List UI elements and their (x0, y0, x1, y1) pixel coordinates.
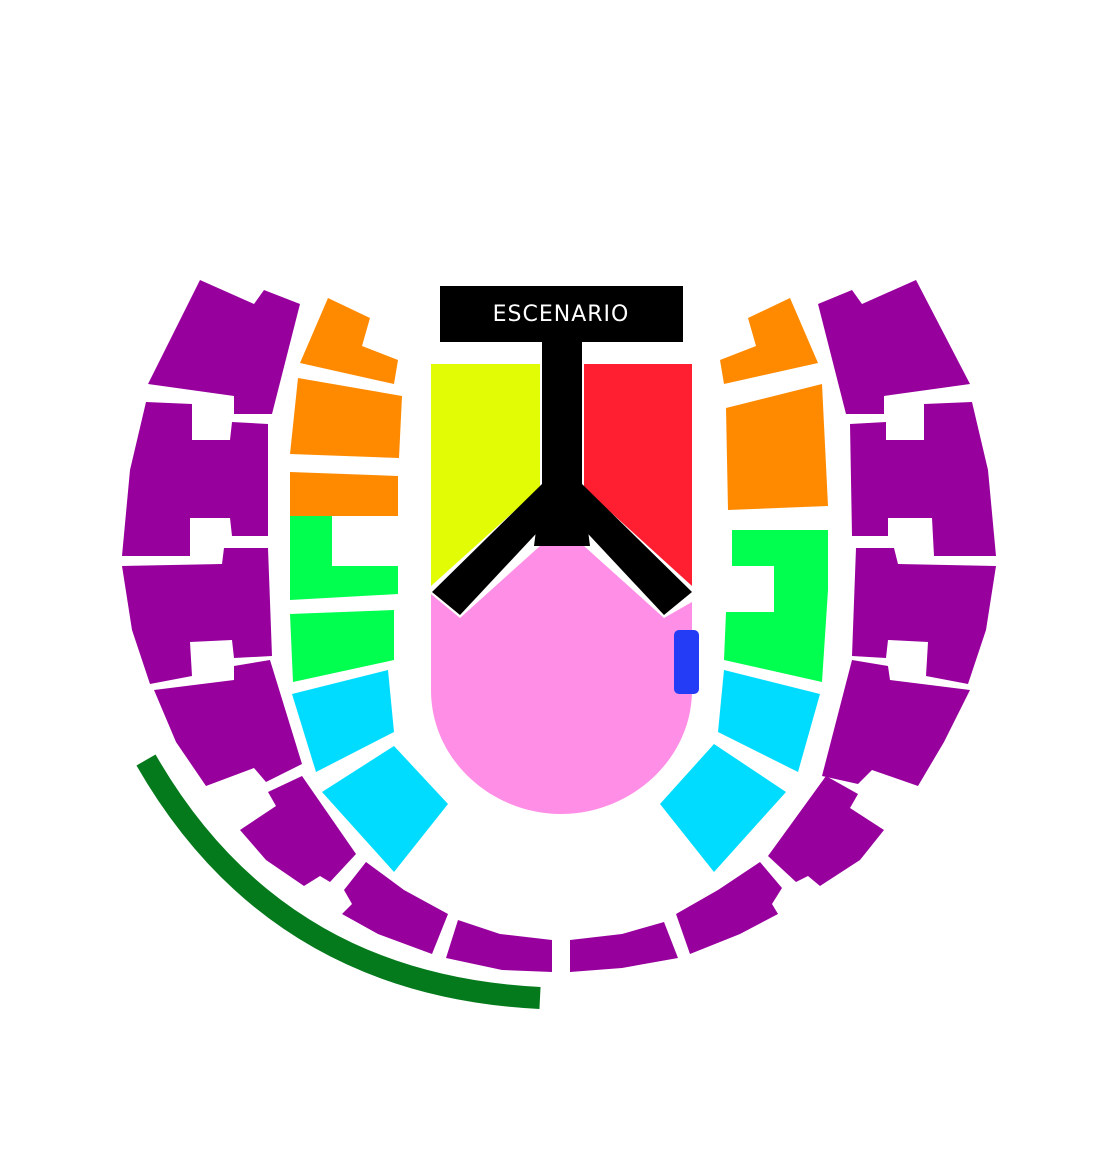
stage-runway-right-arm (562, 484, 692, 615)
accessible-platform-arc[interactable] (136, 754, 541, 1009)
section-purple-left-5[interactable] (240, 776, 356, 886)
section-purple-left-2[interactable] (122, 402, 268, 556)
stage: ESCENARIO (432, 286, 692, 615)
stage-runway (542, 340, 582, 490)
section-purple-left-3[interactable] (122, 548, 272, 684)
section-orange-left-1[interactable] (300, 298, 398, 384)
section-purple-right-2[interactable] (850, 402, 996, 556)
section-cyan-left-1[interactable] (292, 670, 394, 772)
stage-label: ESCENARIO (493, 302, 630, 327)
section-orange-right-1[interactable] (720, 298, 818, 384)
section-orange-left-2[interactable] (290, 378, 402, 458)
section-purple-left-7[interactable] (446, 920, 552, 972)
section-orange-right-2[interactable] (726, 384, 828, 510)
section-purple-right-7[interactable] (570, 922, 678, 972)
section-green-left-1[interactable] (290, 516, 398, 600)
section-purple-right-1[interactable] (818, 280, 970, 414)
section-purple-left-4[interactable] (154, 660, 302, 786)
stage-block (440, 286, 683, 342)
section-orange-left-3[interactable] (290, 472, 398, 516)
floor-zone-yellow[interactable] (431, 364, 540, 586)
section-green-left-2[interactable] (290, 610, 394, 682)
floor-zone-blue[interactable] (674, 630, 699, 694)
section-cyan-left-2[interactable] (322, 746, 448, 872)
section-purple-right-3[interactable] (852, 548, 996, 684)
section-cyan-right-2[interactable] (660, 744, 786, 872)
section-purple-right-5[interactable] (768, 776, 884, 886)
floor-zone-pink[interactable] (431, 546, 692, 814)
section-purple-right-6[interactable] (676, 862, 782, 954)
section-green-right-1[interactable] (724, 530, 828, 682)
stage-runway-left-arm (432, 484, 562, 615)
section-cyan-right-1[interactable] (718, 670, 820, 772)
section-purple-right-4[interactable] (822, 660, 970, 786)
section-purple-left-1[interactable] (148, 280, 300, 414)
stage-runway-junction (534, 484, 590, 546)
section-purple-left-6[interactable] (342, 862, 448, 954)
floor-zone-red[interactable] (584, 364, 692, 586)
